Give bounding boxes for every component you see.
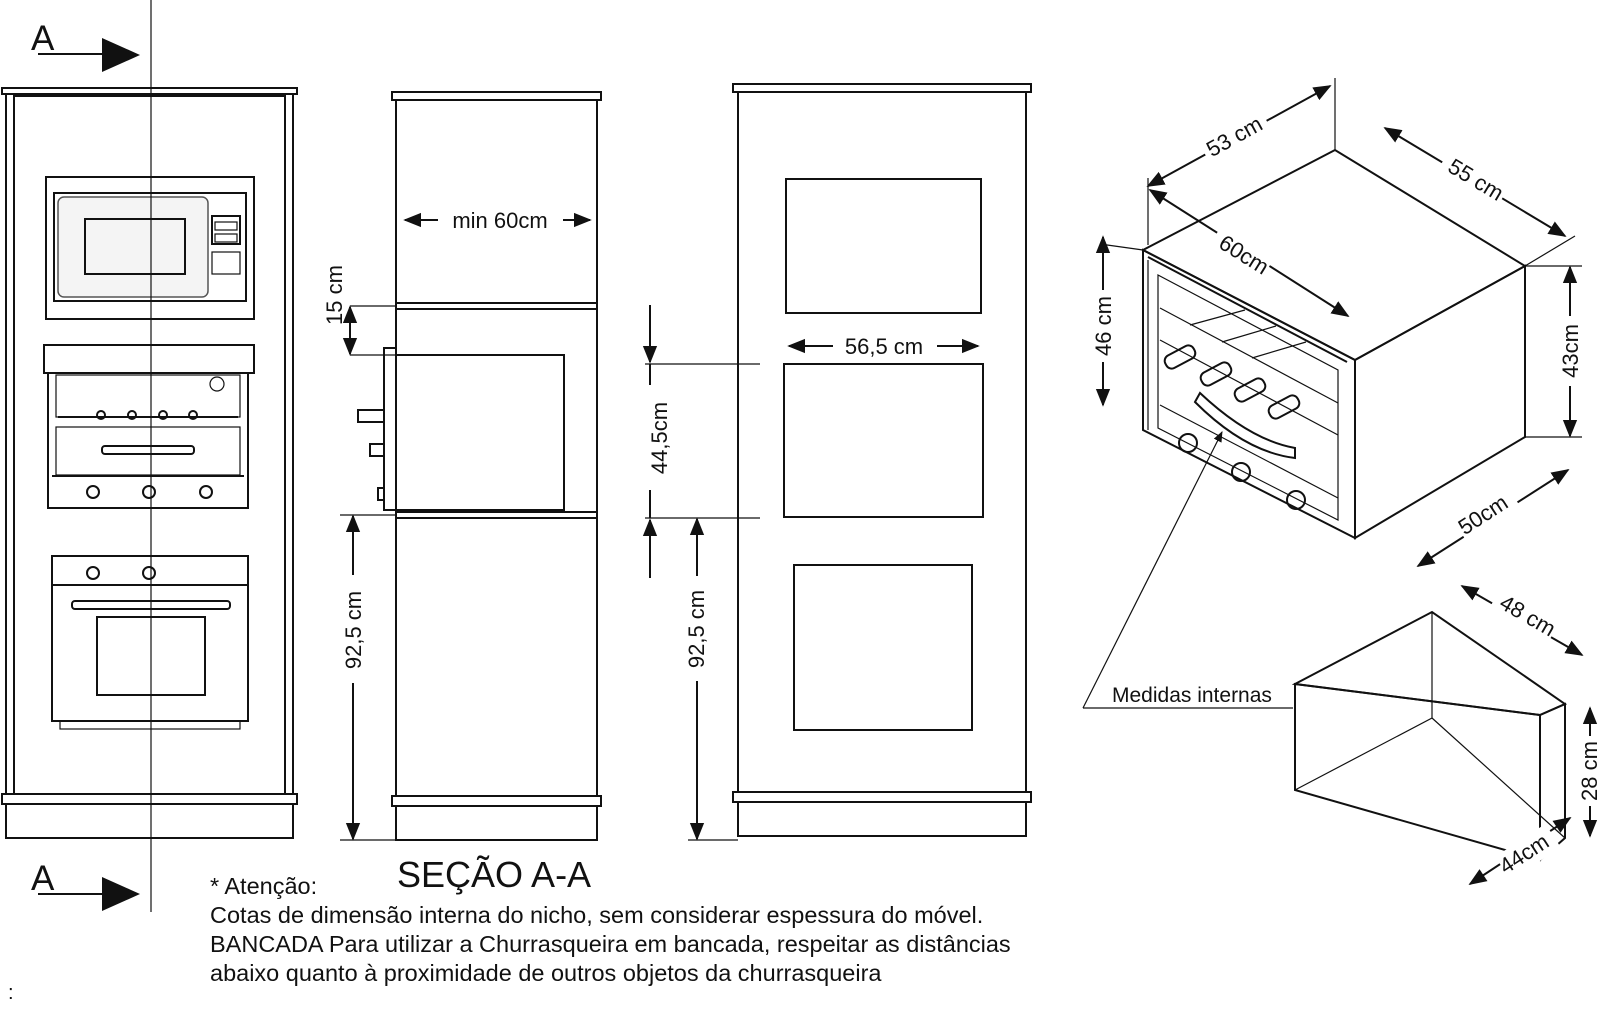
grill-side-view xyxy=(357,347,565,511)
grill-front xyxy=(43,344,255,509)
niche-height-445-label: 44,5cm xyxy=(647,402,672,474)
section-arrow-bottom xyxy=(38,877,140,911)
stray-mark: : xyxy=(8,982,14,1004)
grill-height-46-label: 46 cm xyxy=(1091,296,1116,356)
notes-heading: * Atenção: xyxy=(210,873,318,899)
microwave xyxy=(45,176,255,320)
section-title: SEÇÃO A-A xyxy=(397,854,591,895)
niche-width-565-label: 56,5 cm xyxy=(845,334,923,359)
niche-height-925-label: 92,5 cm xyxy=(684,590,709,668)
notes-line-1: Cotas de dimensão interna do nicho, sem … xyxy=(210,902,984,928)
grill-depth-55-label: 55 cm xyxy=(1444,153,1508,205)
niche-width-label: min 60cm xyxy=(452,208,547,233)
leader-line-diag xyxy=(1082,431,1223,709)
section-cabinet xyxy=(391,91,602,841)
grill-depth-53-label: 53 cm xyxy=(1202,111,1267,162)
grill-height-43-label: 43cm xyxy=(1558,324,1583,378)
niche-elevation xyxy=(732,83,1032,837)
internal-measures-label: Medidas internas xyxy=(1112,684,1272,707)
section-height-925-label: 92,5 cm xyxy=(341,591,366,669)
notes-line-2: BANCADA Para utilizar a Churrasqueira em… xyxy=(210,931,1011,957)
section-marker-bottom: A xyxy=(31,859,55,898)
internal-28-label: 28 cm xyxy=(1577,741,1600,801)
grill-width-60-label: 60cm xyxy=(1215,230,1274,280)
gap-15-label: 15 cm xyxy=(322,265,347,325)
internal-box xyxy=(1291,610,1568,862)
section-marker-top: A xyxy=(31,19,55,58)
grill-isometric xyxy=(1140,148,1527,540)
notes-line-3: abaixo quanto à proximidade de outros ob… xyxy=(210,960,882,986)
section-arrow-top xyxy=(38,38,140,72)
notes-block: * Atenção: Cotas de dimensão interna do … xyxy=(210,872,1011,988)
oven-front xyxy=(51,555,249,730)
front-elevation xyxy=(1,87,298,839)
